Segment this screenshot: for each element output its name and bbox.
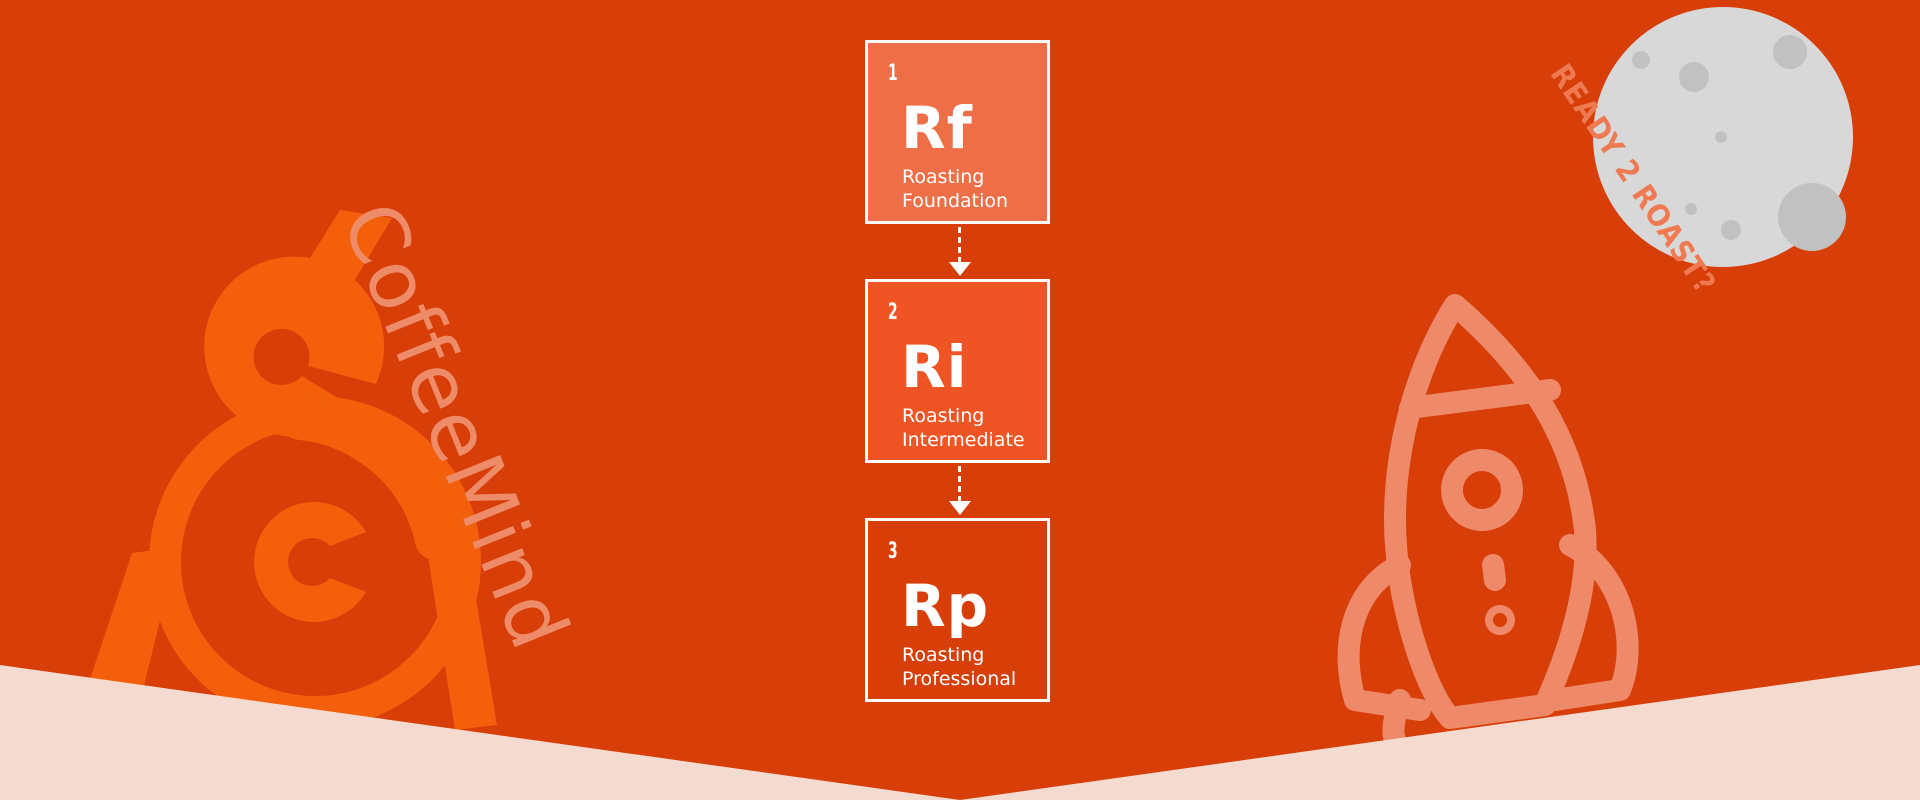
level-tile-foundation[interactable]: 1 Rf Roasting Foundation: [865, 40, 1050, 224]
level-name-line1: Roasting: [902, 405, 985, 427]
level-name-line2: Professional: [902, 668, 1017, 690]
arrow-down-icon: [949, 501, 971, 515]
arrow-down-icon: [949, 262, 971, 276]
footer-band: [0, 665, 1920, 800]
level-name-line2: Intermediate: [902, 429, 1025, 451]
level-name: Roasting Foundation: [902, 165, 1008, 213]
level-name-line1: Roasting: [902, 644, 985, 666]
level-name-line2: Foundation: [902, 190, 1009, 212]
level-symbol: Rp: [901, 572, 990, 640]
level-name-line1: Roasting: [902, 166, 985, 188]
level-tile-professional[interactable]: 3 Rp Roasting Professional: [865, 518, 1050, 702]
level-symbol: Ri: [901, 333, 968, 401]
connector-line: [958, 227, 961, 263]
level-symbol: Rf: [901, 94, 973, 162]
level-tile-intermediate[interactable]: 2 Ri Roasting Intermediate: [865, 279, 1050, 463]
level-number: 3: [888, 539, 898, 564]
level-number: 1: [888, 61, 898, 86]
connector-line: [958, 466, 961, 502]
level-name: Roasting Professional: [902, 643, 1016, 691]
rocket-icon: [1337, 294, 1639, 766]
moon-icon: [1593, 7, 1853, 267]
level-number: 2: [888, 300, 898, 325]
level-name: Roasting Intermediate: [902, 404, 1025, 452]
